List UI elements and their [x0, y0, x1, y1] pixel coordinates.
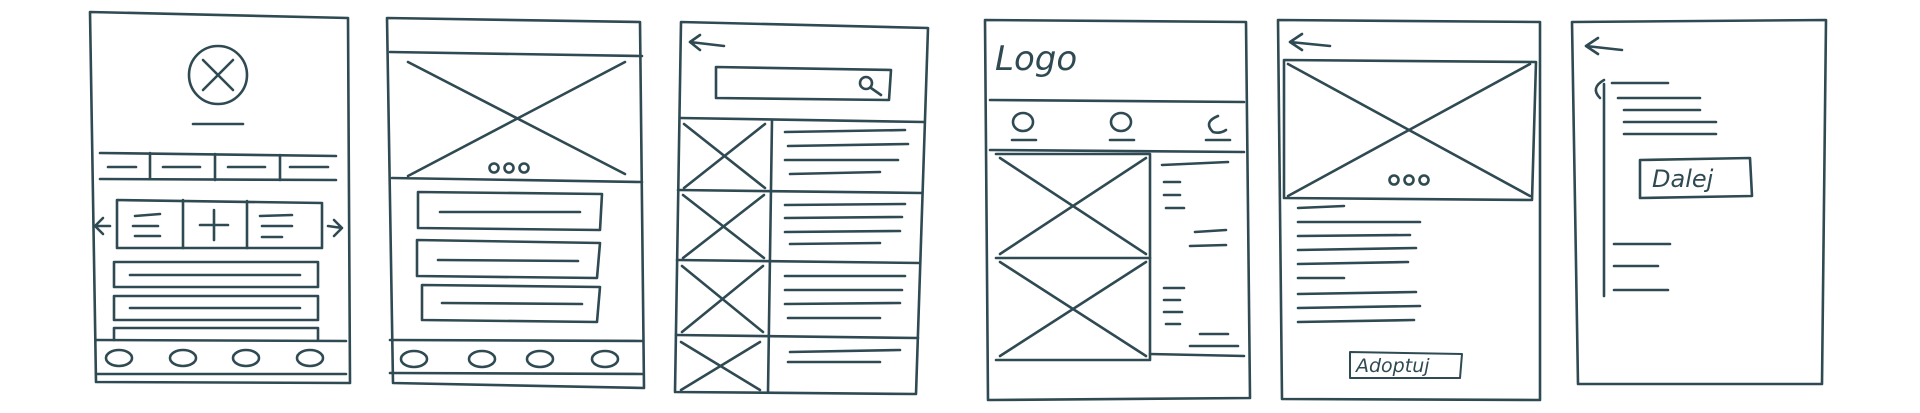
- phone-frame: [673, 20, 930, 396]
- progress-indicator: [1594, 78, 1670, 298]
- text-lines: [783, 274, 907, 320]
- text-lines: [783, 128, 910, 176]
- image-placeholder: [681, 193, 766, 260]
- phone-frame: [1570, 18, 1828, 386]
- image-placeholder: [1282, 58, 1538, 202]
- text-lines: [1616, 96, 1718, 136]
- arrow-right-icon: [326, 218, 344, 238]
- list-item: [112, 294, 320, 322]
- phone-frame: [385, 16, 646, 390]
- bottom-nav: [94, 338, 348, 376]
- text-lines: [1296, 204, 1422, 324]
- text-lines: [1160, 160, 1230, 248]
- phone-frame: [983, 18, 1252, 402]
- search-input: [714, 65, 893, 102]
- list-item: [112, 326, 320, 342]
- adopt-button-label: Adoptuj: [1354, 355, 1430, 377]
- wireframe-screen-1: [88, 10, 352, 385]
- adopt-button[interactable]: Adoptuj: [1349, 351, 1463, 379]
- arrow-left-icon: [1288, 32, 1332, 52]
- category-icon: [1011, 111, 1035, 133]
- plus-icon: [198, 208, 230, 242]
- top-bar-line: [388, 50, 644, 58]
- list-icon: [131, 212, 162, 238]
- nav-icon: [168, 348, 198, 368]
- next-button-label: Dalej: [1652, 165, 1714, 193]
- column-divider: [766, 118, 774, 394]
- phone-frame: [88, 10, 352, 385]
- arrow-left-icon: [93, 216, 112, 236]
- nav-icon: [525, 349, 555, 369]
- image-placeholder: [998, 156, 1148, 256]
- category-icon: [1109, 111, 1133, 133]
- category-icon: [1207, 114, 1228, 134]
- divider: [988, 148, 1246, 154]
- category-icons: [1010, 111, 1232, 142]
- wireframe-screen-6: Dalej: [1570, 18, 1828, 386]
- nav-icon: [399, 349, 429, 369]
- text-lines: [1612, 242, 1672, 292]
- image-placeholder: [680, 264, 765, 334]
- list-icon: [258, 213, 294, 239]
- bottom-nav: [388, 338, 644, 376]
- carousel-dots-icon: [1388, 174, 1430, 186]
- logo-text: Logo: [995, 39, 1077, 79]
- wireframe-screen-2: [385, 16, 646, 390]
- list-item: [112, 260, 320, 289]
- arrow-left-icon: [688, 33, 726, 52]
- list-item: [415, 238, 602, 280]
- search-icon: [858, 75, 883, 97]
- nav-icon: [104, 348, 134, 368]
- row-dividers: [674, 188, 924, 340]
- text-lines: [783, 202, 907, 246]
- list-item: [420, 283, 602, 324]
- wireframe-screen-4: Logo: [983, 18, 1252, 402]
- text-lines: [786, 348, 902, 364]
- close-icon: [187, 44, 249, 106]
- image-placeholder: [682, 122, 767, 190]
- arrow-left-icon: [1584, 36, 1624, 56]
- list-item: [416, 190, 604, 232]
- wireframe-screen-5: Adoptuj: [1276, 18, 1542, 402]
- nav-icon: [467, 349, 497, 369]
- text-lines: [1162, 286, 1240, 348]
- tab-bar: [98, 151, 338, 182]
- image-placeholder: [390, 60, 644, 184]
- next-button[interactable]: Dalej: [1638, 156, 1754, 200]
- image-placeholder: [998, 260, 1148, 358]
- wireframe-screen-3: [673, 20, 930, 396]
- nav-icon: [231, 348, 261, 368]
- nav-icon: [590, 349, 620, 369]
- carousel: [93, 198, 344, 250]
- phone-frame: [1276, 18, 1542, 402]
- carousel-dots-icon: [488, 162, 530, 174]
- image-placeholder: [679, 340, 762, 392]
- divider: [678, 116, 926, 124]
- divider: [988, 98, 1246, 104]
- nav-icon: [295, 348, 325, 368]
- divider: [1148, 352, 1246, 358]
